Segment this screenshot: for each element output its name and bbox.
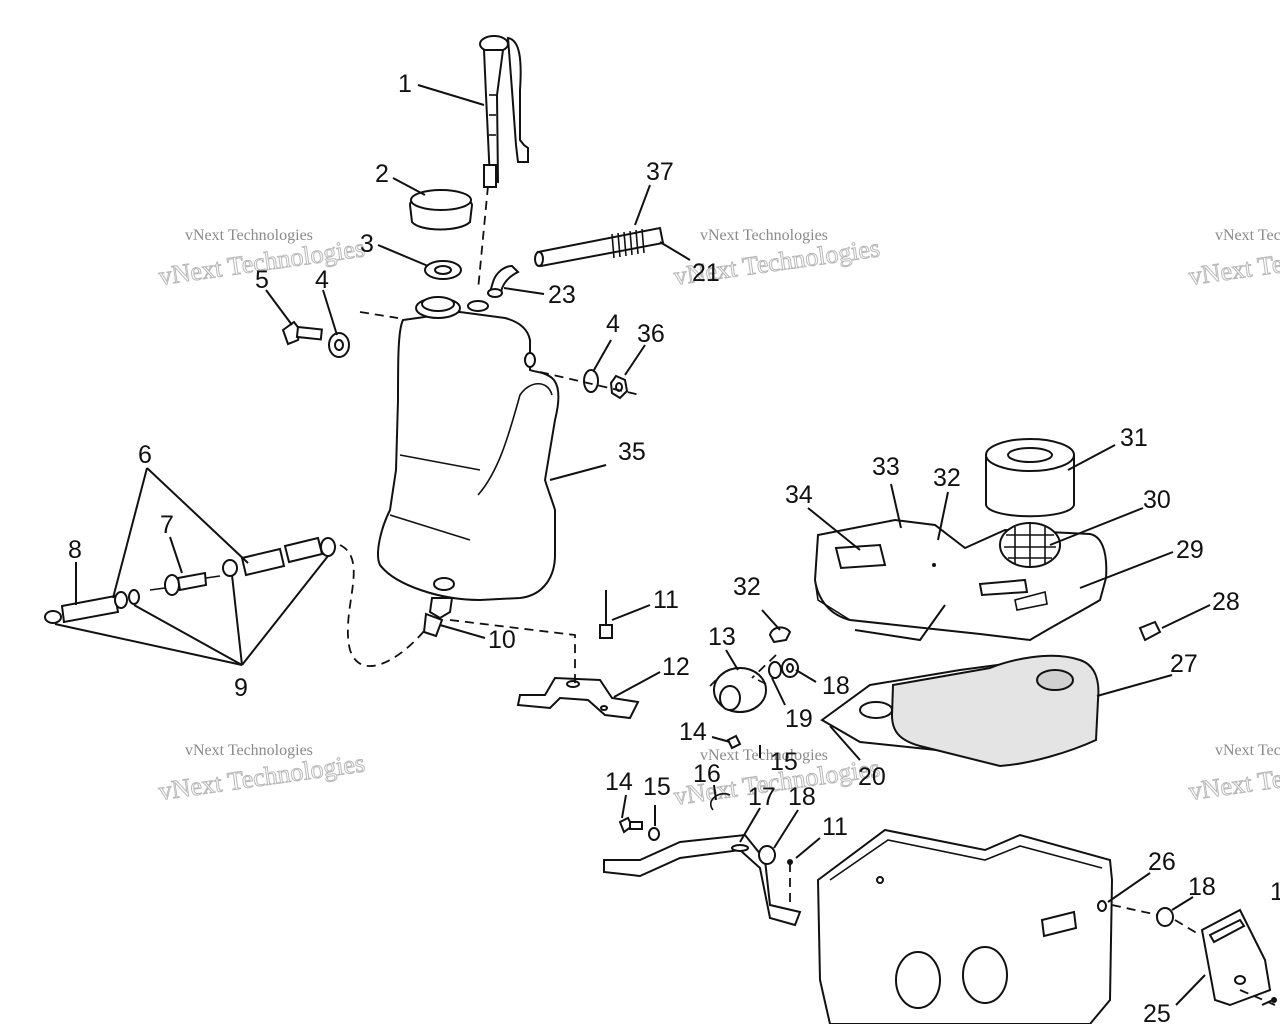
screw-part xyxy=(618,816,643,834)
callout-label: 14 xyxy=(679,718,707,746)
callout-label: 6 xyxy=(138,441,152,469)
watermark-text: vNext Technologies xyxy=(185,227,313,244)
callout-label: 27 xyxy=(1170,650,1198,678)
watermark-text: vNext Technologies xyxy=(1215,742,1280,759)
watermark-group: vNext Technologies vNext Technologies vN… xyxy=(156,227,1280,811)
callout-label: 15 xyxy=(770,748,798,776)
clamp-part xyxy=(768,626,792,644)
callout-label: 2 xyxy=(375,160,389,188)
callout-label: 9 xyxy=(234,674,248,702)
callout-label: 32 xyxy=(933,464,961,492)
callout-label: 18 xyxy=(822,672,850,700)
bolt-part xyxy=(281,320,323,346)
leader-lines xyxy=(54,84,1274,1006)
grommet-part xyxy=(758,845,776,865)
callout-label: 18 xyxy=(1188,873,1216,901)
washer-part xyxy=(768,661,782,679)
callout-label: 21 xyxy=(692,259,720,287)
callout-label: 15 xyxy=(643,773,671,801)
cover-plate-part xyxy=(1200,908,1272,1007)
airbox-lid-part xyxy=(813,518,1108,642)
callout-label: 8 xyxy=(68,536,82,564)
fuel-line-assembly xyxy=(44,536,336,624)
callout-label: 28 xyxy=(1212,588,1240,616)
callout-label: 4 xyxy=(606,310,620,338)
oil-tank-part xyxy=(377,296,560,602)
callout-label: 32 xyxy=(733,573,761,601)
drain-fitting-part xyxy=(422,597,454,638)
callout-label: 26 xyxy=(1148,848,1176,876)
washer-part xyxy=(328,332,350,358)
watermark-text: vNext Technologies xyxy=(1215,227,1280,244)
callout-label: 30 xyxy=(1143,486,1171,514)
gasket-part xyxy=(424,260,462,280)
callout-label: 3 xyxy=(360,230,374,258)
callout-label: 36 xyxy=(637,320,665,348)
callout-label: 7 xyxy=(160,511,174,539)
callout-label: 1 xyxy=(1270,878,1280,906)
nut-part xyxy=(609,374,629,400)
washer-part xyxy=(583,369,599,393)
clip-part xyxy=(1138,620,1162,642)
watermark-text: vNext Technologies xyxy=(700,747,828,764)
grommet-part xyxy=(1156,907,1174,927)
callout-label: 5 xyxy=(255,266,269,294)
foam-element-part xyxy=(890,654,1100,768)
airbox-part xyxy=(816,828,1114,1024)
elbow-fitting-part xyxy=(487,264,520,298)
screw-part xyxy=(726,734,742,750)
callout-label: 1 xyxy=(398,70,412,98)
washer-part xyxy=(648,827,660,841)
watermark-text: vNext Technologies xyxy=(700,227,828,244)
callout-label: 34 xyxy=(785,481,813,509)
callout-label: 23 xyxy=(548,281,576,309)
callout-label: 37 xyxy=(646,158,674,186)
callout-label: 12 xyxy=(662,653,690,681)
watermark-text: vNext Technologies xyxy=(185,742,313,759)
fastener-dots xyxy=(787,563,1277,1003)
grommet-part xyxy=(781,658,799,678)
callout-label: 19 xyxy=(785,705,813,733)
foam-filter-part xyxy=(985,438,1075,518)
stud-part xyxy=(599,590,613,639)
hose-part xyxy=(534,226,665,268)
callout-label: 13 xyxy=(708,623,736,651)
callout-label: 31 xyxy=(1120,424,1148,452)
callout-label: 35 xyxy=(618,438,646,466)
bracket-part xyxy=(603,792,802,927)
mounting-bracket-part xyxy=(516,676,640,720)
callout-label: 16 xyxy=(693,760,721,788)
callout-label: 20 xyxy=(858,763,886,791)
callout-label: 25 xyxy=(1143,1000,1171,1024)
callout-label: 11 xyxy=(653,586,679,614)
fuel-cap-part xyxy=(408,189,474,231)
pump-part xyxy=(709,667,767,713)
callout-label: 18 xyxy=(788,783,816,811)
callout-label: 11 xyxy=(822,813,848,841)
callout-labels: 1 2 3 4 5 6 7 8 9 10 23 4 36 35 37 21 11… xyxy=(68,70,1280,1024)
callout-label: 14 xyxy=(605,768,633,796)
callout-label: 29 xyxy=(1176,536,1204,564)
callout-label: 33 xyxy=(872,453,900,481)
callout-label: 17 xyxy=(748,783,776,811)
callout-label: 4 xyxy=(315,266,329,294)
air-screen-part xyxy=(999,522,1061,568)
callout-label: 10 xyxy=(488,626,516,654)
fuel-sender-part xyxy=(479,35,529,188)
